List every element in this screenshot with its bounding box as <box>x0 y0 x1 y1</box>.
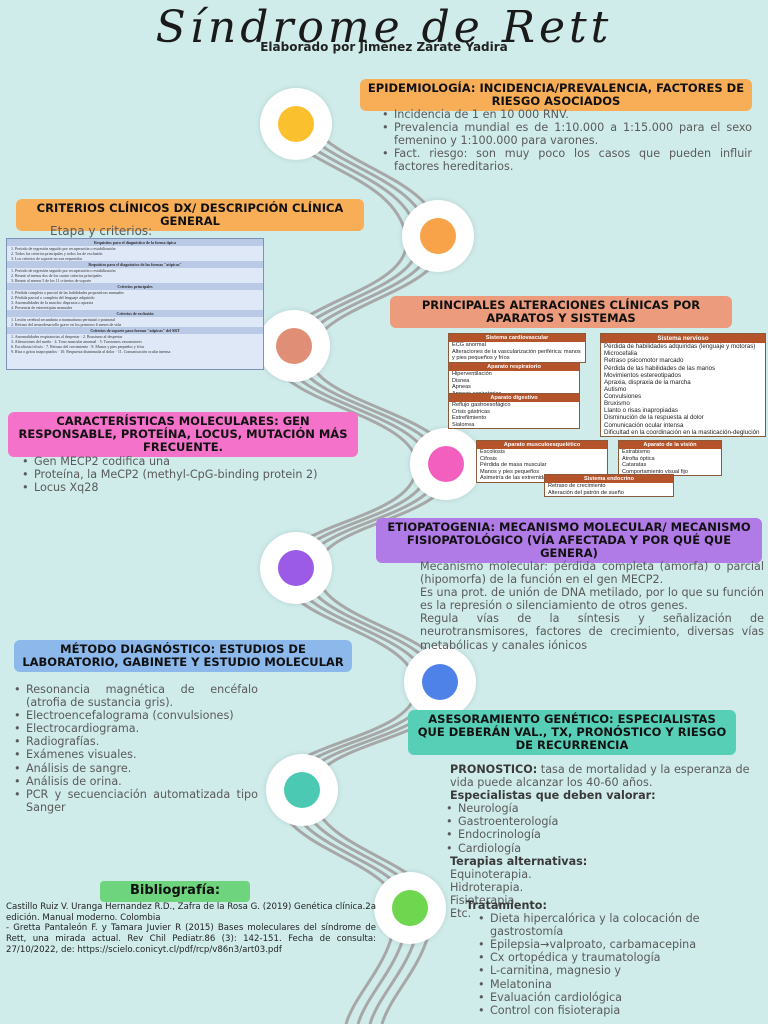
dot-purple-icon <box>278 550 314 586</box>
timeline-node-1 <box>260 88 332 160</box>
list-item: Epilepsia→valproato, carbamacepina <box>476 938 766 951</box>
table-vision: Aparato de la visión Estrabismo Atrofia … <box>618 440 722 477</box>
timeline-node-6 <box>404 646 476 718</box>
page-title: Síndrome de Rett <box>155 2 613 53</box>
tratamiento-label: Tratamiento: <box>466 899 547 912</box>
dot-salmon-icon <box>276 328 312 364</box>
paragraph: Regula vías de la síntesis y señalizació… <box>420 612 764 652</box>
list-item: Análisis de sangre. <box>12 762 258 775</box>
criterios-table-band: Requisitos para el diagnóstico de las fo… <box>7 261 263 268</box>
list-item: Gastroenterología <box>444 815 756 828</box>
dot-orange-icon <box>420 218 456 254</box>
list-item: Locus Xq28 <box>20 481 324 494</box>
paragraph: Mecanismo molecular: pérdida completa (a… <box>420 560 764 587</box>
pronostico: PRONOSTICO: tasa de mortalidad y la espe… <box>450 763 750 790</box>
list-item: Melatonina <box>476 978 766 991</box>
asesoramiento-header: ASESORAMIENTO GENÉTICO: ESPECIALISTAS QU… <box>408 710 736 755</box>
terapia-item: Equinoterapia. <box>450 867 532 881</box>
list-item: Cardiología <box>444 842 756 855</box>
bibliografia-header: Bibliografía: <box>100 881 250 902</box>
list-item: Radiografías. <box>12 735 258 748</box>
bibliografia-body: Castillo Ruiz V. Uranga Hernandez R.D., … <box>6 902 376 955</box>
tratamiento-body: Tratamiento: Dieta hipercalórica y la co… <box>466 899 766 1017</box>
terapia-item: Hidroterapia. <box>450 880 524 894</box>
criterios-table-title: Requisitos para el diagnóstico de la for… <box>7 239 263 246</box>
paragraph: Es una prot. de unión de DNA metilado, p… <box>420 586 764 613</box>
table-endocrino: Sistema endocrino Retraso de crecimiento… <box>544 474 674 498</box>
list-item: Fact. riesgo: son muy poco los casos que… <box>380 147 752 173</box>
diagnostico-header: MÉTODO DIAGNÓSTICO: ESTUDIOS DE LABORATO… <box>14 640 352 672</box>
molecular-header: CARACTERÍSTICAS MOLECULARES: GEN RESPONS… <box>8 412 358 457</box>
criterios-table: Requisitos para el diagnóstico de la for… <box>6 238 264 370</box>
list-item: Neurología <box>444 802 756 815</box>
list-item: Análisis de orina. <box>12 775 258 788</box>
dot-teal-icon <box>284 772 320 808</box>
list-item: Dieta hipercalórica y la colocación de g… <box>476 912 766 938</box>
table-musculoesqueletico: Aparato musculoesquelético Escoliosis Ci… <box>476 440 608 483</box>
timeline-node-2 <box>402 200 474 272</box>
terapias-label: Terapias alternativas: <box>450 854 588 868</box>
timeline-node-7 <box>266 754 338 826</box>
list-item: Gen MECP2 codifica una <box>20 455 324 468</box>
molecular-body: Gen MECP2 codifica una Proteína, la MeCP… <box>20 455 324 494</box>
criterios-table-band: Criterios principales <box>7 283 263 290</box>
reference: Castillo Ruiz V. Uranga Hernandez R.D., … <box>6 902 376 923</box>
list-item: Exámenes visuales. <box>12 748 258 761</box>
timeline-node-3 <box>258 310 330 382</box>
list-item: Proteína, la MeCP2 (methyl-CpG-binding p… <box>20 468 324 481</box>
list-item: PCR y secuenciación automatizada tipo Sa… <box>12 788 258 814</box>
dot-pink-icon <box>428 446 464 482</box>
list-item: Evaluación cardiológica <box>476 991 766 1004</box>
list-item: Electrocardiograma. <box>12 722 258 735</box>
list-item: Cx ortopédica y traumatología <box>476 951 766 964</box>
table-respiratorio: Aparato respiratorio Hiperventilación Di… <box>448 362 580 399</box>
especialistas-label: Especialistas que deben valorar: <box>450 789 656 803</box>
dot-blue-icon <box>422 664 458 700</box>
timeline-node-8 <box>374 872 446 944</box>
dot-green-icon <box>392 890 428 926</box>
criterios-table-band: Criterios de soporte para formas "atípic… <box>7 327 263 334</box>
list-item: Resonancia magnética de encéfalo (atrofi… <box>12 683 258 709</box>
criterios-subtitle: Etapa y criterios: <box>50 224 153 238</box>
list-item: Prevalencia mundial es de 1:10.000 a 1:1… <box>380 121 752 147</box>
timeline-node-4 <box>410 428 482 500</box>
reference: - Gretta Pantaleón F. y Tamara Juvier R … <box>6 923 376 955</box>
dot-yellow-icon <box>278 106 314 142</box>
list-item: Incidencia de 1 en 10 000 RNV. <box>380 108 752 121</box>
criterios-header: CRITERIOS CLÍNICOS DX/ DESCRIPCIÓN CLÍNI… <box>16 199 364 231</box>
list-item: Control con fisioterapia <box>476 1004 766 1017</box>
epidemiologia-body: Incidencia de 1 en 10 000 RNV. Prevalenc… <box>380 108 752 173</box>
table-nervioso: Sistema nervioso Pérdida de habilidades … <box>600 333 766 437</box>
list-item: Endocrinología <box>444 828 756 841</box>
terapia-item: Fisioterapia. <box>450 893 518 907</box>
table-cardio: Sistema cardiovascular ECG anormal Alter… <box>448 333 586 363</box>
table-digestivo: Aparato digestivo Reflujo gastroesofágic… <box>448 393 580 430</box>
timeline-node-5 <box>260 532 332 604</box>
diagnostico-body: Resonancia magnética de encéfalo (atrofi… <box>12 683 258 814</box>
list-item: Electroencefalograma (convulsiones) <box>12 709 258 722</box>
etiopatogenia-body: Mecanismo molecular: pérdida completa (a… <box>420 560 764 652</box>
alteraciones-header: PRINCIPALES ALTERACIONES CLÍNICAS POR AP… <box>390 296 732 328</box>
etiopatogenia-header: ETIOPATOGENIA: MECANISMO MOLECULAR/ MECA… <box>376 518 762 563</box>
asesoramiento-body: PRONOSTICO: tasa de mortalidad y la espe… <box>446 763 756 921</box>
list-item: L-carnitina, magnesio y <box>476 964 766 977</box>
criterios-table-band: Criterios de exclusión <box>7 310 263 317</box>
author-line: Elaborado por Jiménez Zárate Yadira <box>260 40 508 54</box>
epidemiologia-header: EPIDEMIOLOGÍA: INCIDENCIA/PREVALENCIA, F… <box>360 79 752 111</box>
terapia-item: Etc. <box>450 907 472 921</box>
